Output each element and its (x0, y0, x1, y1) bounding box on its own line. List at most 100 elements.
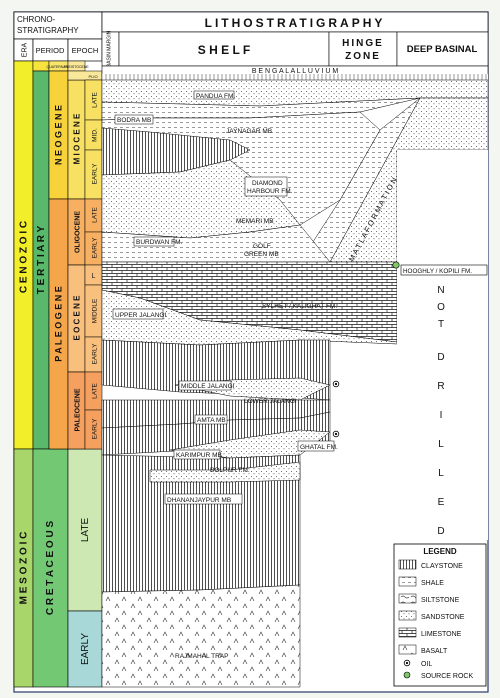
legend-label-shale: SHALE (421, 580, 444, 587)
matla-shale-unit (299, 97, 421, 263)
legend-label-siltstone: SILTSTONE (421, 597, 460, 604)
age-early-oligocene: EARLY (92, 237, 99, 258)
pleistocene-label: PLEISTOCENE (64, 65, 89, 69)
not-drilled-letter: E (438, 497, 445, 508)
hinge-label-2: ZONE (345, 51, 381, 62)
not-drilled-letter: N (437, 285, 444, 296)
karimpur-label: KARIMPUR MB (176, 452, 222, 459)
ghatal-label: GHATAL FM. (300, 444, 338, 451)
deep-basinal-label: DEEP BASINAL (407, 44, 478, 55)
not-drilled-letter: D (437, 352, 444, 363)
eocene-label: E O C E N E (73, 295, 82, 341)
oligocene-label: OLIGOCENE (75, 211, 82, 253)
litho-title: LITHOSTRATIGRAPHY (205, 16, 386, 30)
formation-labels: BODRA MB PANDUA FM. JAYNAGAR MB M A T L … (112, 90, 488, 660)
not-drilled-letter: T (438, 319, 444, 330)
cretaceous-early-label: EARLY (80, 633, 91, 665)
era-cenozoic-label: C E N O Z O I C (19, 221, 30, 293)
sylhet-label: SYLHET / KALIGHAT FM. (262, 303, 337, 310)
legend-label-claystone: CLAYSTONE (421, 563, 463, 570)
age-l-eocene: L (92, 273, 96, 280)
col-epoch-label: EPOCH (72, 46, 99, 55)
not-drilled-text: N O T D R I L L E D (437, 285, 445, 537)
legend-swatch-siltstone (398, 593, 417, 604)
age-early-eocene: EARLY (92, 343, 99, 364)
jaynagar-label: JAYNAGAR MB (226, 128, 272, 135)
pandua-label: PANDUA FM. (196, 93, 235, 100)
age-mid-miocene: MID. (92, 128, 99, 142)
chrono-header: CHRONO- STRATIGRAPHY ERA PERIOD EPOCH (13, 11, 103, 62)
quaternary-label: QUATERNARY (47, 65, 72, 69)
legend-label-basalt: BASALT (421, 648, 448, 655)
chrono-title: CHRONO- (17, 15, 56, 24)
age-early-miocene: EARLY (92, 163, 99, 184)
diamond-label: DIAMOND (252, 180, 283, 187)
not-drilled-region (397, 150, 488, 540)
cretaceous-late (67, 448, 103, 612)
litho-header: LITHOSTRATIGRAPHY BASIN MARGIN S H E L F… (101, 11, 489, 67)
golf-label-2: GREEN MB (244, 251, 279, 258)
shelf-label: S H E L F (198, 43, 250, 57)
rajmahal-trap-unit (101, 584, 301, 688)
cretaceous-late-label: LATE (80, 518, 91, 543)
bolpur-sand-unit (149, 461, 301, 483)
legend-label-source-rock: SOURCE ROCK (421, 673, 473, 680)
period-cretaceous-label: C R E T A C E O U S (45, 521, 56, 616)
burdwan-label: BURDWAN FM. (136, 239, 183, 246)
legend-swatch-sandstone (398, 610, 417, 621)
golf-label: GOLF (253, 243, 271, 250)
period-cretaceous (32, 448, 69, 688)
upper-jalangi-label: UPPER JALANGI (115, 312, 166, 319)
paleogene-label: P A L E O G E N E (54, 286, 64, 362)
not-drilled-letter: O (437, 302, 445, 313)
miocene-label: M I O C E N E (73, 113, 82, 164)
not-drilled-letter: R (437, 381, 444, 392)
bodra-label: BODRA MB (117, 117, 151, 124)
age-early-paleocene: EARLY (92, 418, 99, 439)
hinge-label: HINGE (342, 38, 384, 49)
legend-swatch-limestone (398, 627, 417, 638)
legend-swatch-basalt (398, 644, 417, 655)
diamond-label-2: HARBOUR FM. (247, 188, 293, 195)
age-plio: PLIO (88, 74, 97, 79)
not-drilled-letter: L (438, 468, 444, 479)
dhananjaypur-label: DHANANJAYPUR MB (167, 497, 231, 504)
legend-title: LEGEND (423, 547, 457, 556)
age-middle-eocene: MIDDLE (92, 298, 99, 323)
basin-margin-label: BASIN MARGIN (107, 30, 113, 67)
subperiod-column: QUATERNARY N E O G E N E P A L E O G E N… (47, 60, 103, 688)
paleocene-label: PALEOCENE (75, 388, 82, 431)
age-column: PLIO LATE MID. EARLY LATE EARLY L MIDDLE… (67, 70, 103, 450)
bengal-alluvium-label: B E N G A L A L L U V I U M (252, 68, 339, 75)
era-mesozoic-label: M E S O Z O I C (19, 532, 30, 605)
era-column: C E N O Z O I C M E S O Z O I C (13, 60, 34, 688)
age-late-oligocene: LATE (92, 206, 99, 222)
rajmahal-label: RAJMAHAL TRAP (175, 653, 228, 660)
age-late-miocene: LATE (92, 91, 99, 107)
not-drilled-letter: L (438, 439, 444, 450)
cretaceous-early (67, 610, 103, 688)
period-column: T E R T I A R Y C R E T A C E O U S (32, 60, 69, 688)
middle-jalangi-label: MIDDLE JALANGI (181, 383, 235, 390)
col-period-label: PERIOD (36, 46, 65, 55)
lower-jalangi-label: LOWER JALANGI (244, 398, 297, 405)
markers (332, 261, 400, 438)
memari-label: MEMARI MB (236, 218, 274, 225)
not-drilled-letter: D (437, 526, 444, 537)
chrono-title-2: STRATIGRAPHY (17, 26, 79, 35)
source-rock-marker-hooghly (392, 261, 400, 269)
legend-label-oil: OIL (421, 661, 432, 668)
period-tertiary-label: T E R T I A R Y (36, 225, 47, 294)
not-drilled-letter: I (440, 410, 443, 421)
amta-label: AMTA MB (197, 417, 226, 424)
age-late-paleocene: LATE (92, 382, 99, 398)
bolpur-label: BOLPUR FM. (210, 467, 250, 474)
legend-label-sandstone: SANDSTONE (421, 614, 465, 621)
legend-swatch-shale (398, 576, 417, 587)
col-era-label: ERA (22, 42, 29, 57)
legend: LEGEND CLAYSTONE SHALE SILTSTONE SANDSTO… (393, 543, 487, 687)
legend-swatch-source-rock (403, 671, 411, 679)
neogene-label: N E O G E N E (54, 105, 64, 165)
legend-label-limestone: LIMESTONE (421, 631, 462, 638)
